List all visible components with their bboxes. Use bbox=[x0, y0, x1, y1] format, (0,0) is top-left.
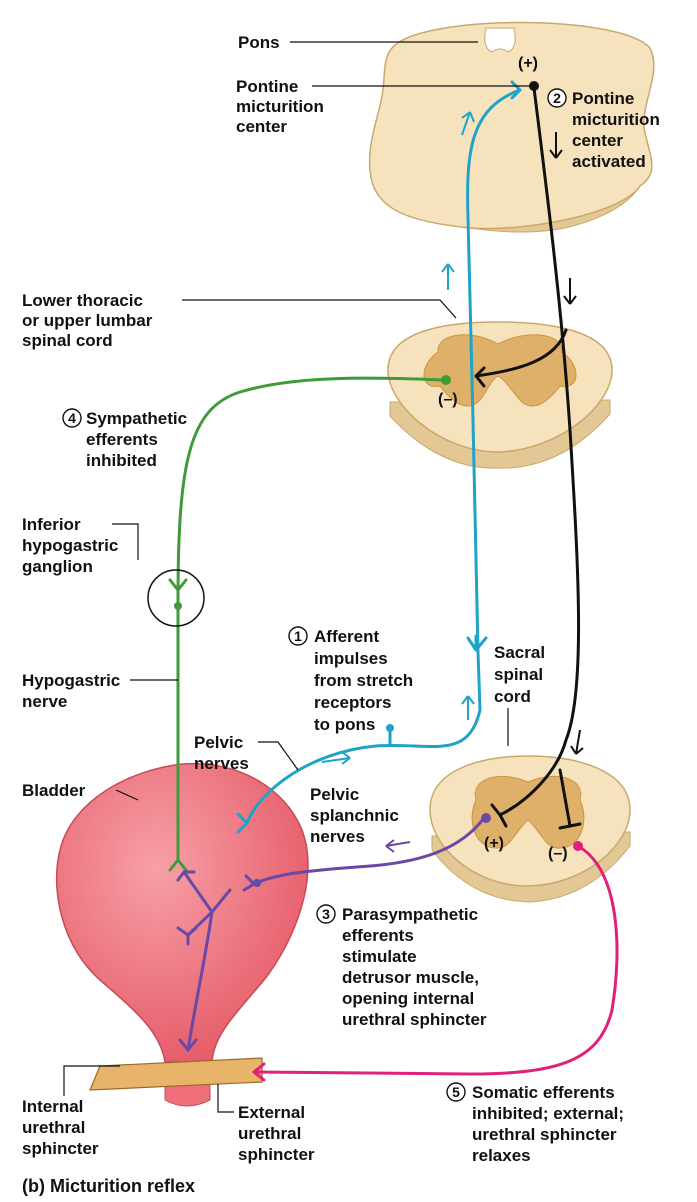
step5-label-3: urethral sphincter bbox=[472, 1125, 617, 1144]
sacral-label-2: spinal bbox=[494, 665, 543, 684]
external-sphincter-label-3: sphincter bbox=[238, 1145, 315, 1164]
ganglion-label-2: hypogastric bbox=[22, 536, 118, 555]
hypogastric-label-1: Hypogastric bbox=[22, 671, 120, 690]
internal-sphincter-label-1: Internal bbox=[22, 1097, 83, 1116]
splanchnic-label-2: splanchnic bbox=[310, 806, 399, 825]
external-sphincter-label-2: urethral bbox=[238, 1124, 301, 1143]
step1-label-1: Afferent bbox=[314, 627, 380, 646]
external-sphincter-label-1: External bbox=[238, 1103, 305, 1122]
bladder-label: Bladder bbox=[22, 781, 86, 800]
step3-label-5: opening internal bbox=[342, 989, 474, 1008]
ganglion-label-1: Inferior bbox=[22, 515, 81, 534]
thoracic-inhibitory-sign: (–) bbox=[438, 391, 458, 408]
thoracic-label-1: Lower thoracic bbox=[22, 291, 143, 310]
pons-label: Pons bbox=[238, 33, 280, 52]
sacral-excitatory-sign: (+) bbox=[484, 835, 504, 852]
somatic-origin-dot bbox=[573, 841, 583, 851]
step5-label-1: Somatic efferents bbox=[472, 1083, 615, 1102]
sympathetic-origin-dot bbox=[441, 375, 451, 385]
thoracic-cord-section bbox=[388, 322, 612, 468]
hypogastric-label-2: nerve bbox=[22, 692, 67, 711]
step1-label-2: impulses bbox=[314, 649, 388, 668]
step3-label-1: Parasympathetic bbox=[342, 905, 478, 924]
internal-sphincter-label-2: urethral bbox=[22, 1118, 85, 1137]
bladder-organ bbox=[57, 764, 308, 1106]
step1-label-4: receptors bbox=[314, 693, 391, 712]
step3-label-6: urethral sphincter bbox=[342, 1010, 487, 1029]
sacral-inhibitory-sign: (–) bbox=[548, 845, 568, 862]
step1-number: 1 bbox=[294, 628, 302, 644]
step4-number: 4 bbox=[68, 410, 76, 426]
pelvic-nerves-label-1: Pelvic bbox=[194, 733, 243, 752]
thoracic-label-2: or upper lumbar bbox=[22, 311, 153, 330]
step2-number: 2 bbox=[553, 90, 561, 106]
sacral-label-3: cord bbox=[494, 687, 531, 706]
pontine-center-label-3: center bbox=[236, 117, 287, 136]
pontine-center-label-1: Pontine bbox=[236, 77, 298, 96]
ganglion-circle bbox=[148, 570, 204, 626]
step1-label-5: to pons bbox=[314, 715, 375, 734]
ganglion-label-3: ganglion bbox=[22, 557, 93, 576]
step3-label-2: efferents bbox=[342, 926, 414, 945]
sacral-cord-section bbox=[430, 756, 630, 902]
step4-label-3: inhibited bbox=[86, 451, 157, 470]
step2-label-1: Pontine bbox=[572, 89, 634, 108]
parasympathetic-flow-arrow bbox=[386, 840, 410, 852]
step4-label-1: Sympathetic bbox=[86, 409, 187, 428]
pons-excitatory-sign: (+) bbox=[518, 55, 538, 72]
step3-number: 3 bbox=[322, 906, 330, 922]
step2-label-2: micturition bbox=[572, 110, 660, 129]
step3-label-3: stimulate bbox=[342, 947, 417, 966]
figure-caption: (b) Micturition reflex bbox=[22, 1176, 195, 1196]
step1-label-3: from stretch bbox=[314, 671, 413, 690]
stretch-receptor-terminal bbox=[386, 724, 394, 732]
step3-label-4: detrusor muscle, bbox=[342, 968, 479, 987]
thoracic-label-3: spinal cord bbox=[22, 331, 113, 350]
splanchnic-label-3: nerves bbox=[310, 827, 365, 846]
internal-sphincter-label-3: sphincter bbox=[22, 1139, 99, 1158]
ganglion-dot bbox=[174, 602, 182, 610]
parasympathetic-origin-dot bbox=[481, 813, 491, 823]
step5-label-4: relaxes bbox=[472, 1146, 531, 1165]
step5-label-2: inhibited; external; bbox=[472, 1104, 624, 1123]
pelvic-nerves-label-2: nerves bbox=[194, 754, 249, 773]
step4-label-2: efferents bbox=[86, 430, 158, 449]
sacral-label-1: Sacral bbox=[494, 643, 545, 662]
parasympathetic-ganglion-dot bbox=[253, 879, 261, 887]
pontine-center-label-2: micturition bbox=[236, 97, 324, 116]
step5-number: 5 bbox=[452, 1084, 460, 1100]
sphincter-band bbox=[90, 1058, 262, 1090]
step2-label-4: activated bbox=[572, 152, 646, 171]
splanchnic-label-1: Pelvic bbox=[310, 785, 359, 804]
step2-label-3: center bbox=[572, 131, 623, 150]
